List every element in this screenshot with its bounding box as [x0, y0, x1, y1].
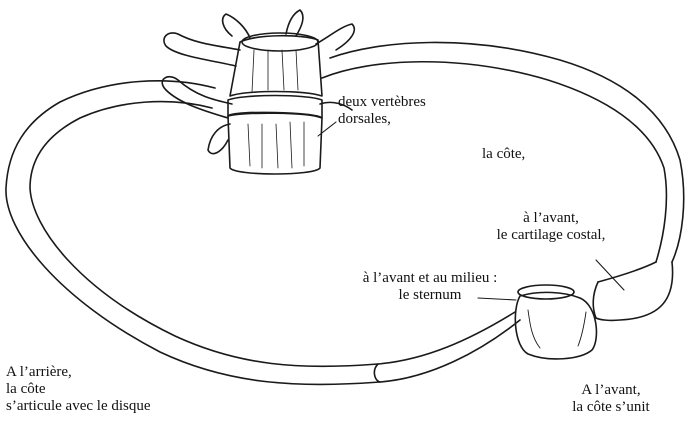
pointer-vertebrae — [318, 122, 336, 136]
label-cartilage-line1: à l’avant, — [468, 210, 634, 227]
label-sternum-line1: à l’avant et au milieu : — [344, 270, 516, 287]
label-vertebrae-line1: deux vertèbres — [338, 94, 426, 111]
label-back-articulation: A l’arrière, la côte s’articule avec le … — [6, 364, 151, 415]
rib-joint-front — [374, 364, 380, 382]
vertebra-process-lower-left — [162, 77, 232, 118]
label-back-line3: s’articule avec le disque — [6, 398, 151, 415]
label-front-line2: la côte s’unit — [556, 399, 666, 416]
intervertebral-disc — [228, 96, 322, 119]
rib-outer-edge — [6, 81, 520, 385]
vertebra-process-lower-left-2 — [208, 124, 230, 154]
rib-inner-edge — [30, 102, 515, 367]
label-rib: la côte, — [482, 146, 525, 163]
label-front-line1: A l’avant, — [556, 382, 666, 399]
label-vertebrae-line2: dorsales, — [338, 111, 426, 128]
label-back-line1: A l’arrière, — [6, 364, 151, 381]
sternum-body — [515, 292, 596, 359]
vertebra-process-right — [316, 24, 354, 50]
vertebra-lower-texture — [248, 122, 304, 168]
label-cartilage-line2: le cartilage costal, — [468, 227, 634, 244]
vertebra-process-spine-1 — [223, 14, 250, 38]
label-rib-line1: la côte, — [482, 146, 525, 163]
vertebra-process-spine-2 — [286, 10, 303, 36]
label-back-line2: la côte — [6, 381, 151, 398]
costal-cartilage — [596, 262, 673, 320]
label-vertebrae: deux vertèbres dorsales, — [338, 94, 426, 128]
label-sternum-line2: le sternum — [344, 287, 516, 304]
cartilage-segment-line — [593, 282, 598, 318]
label-cartilage: à l’avant, le cartilage costal, — [468, 210, 634, 244]
vertebra-upper-texture — [252, 50, 298, 92]
vertebra-process-left — [164, 33, 240, 66]
vertebra-lower-body — [228, 112, 322, 174]
label-sternum: à l’avant et au milieu : le sternum — [344, 270, 516, 304]
sternum-shading — [528, 310, 586, 348]
label-front-union: A l’avant, la côte s’unit — [556, 382, 666, 416]
